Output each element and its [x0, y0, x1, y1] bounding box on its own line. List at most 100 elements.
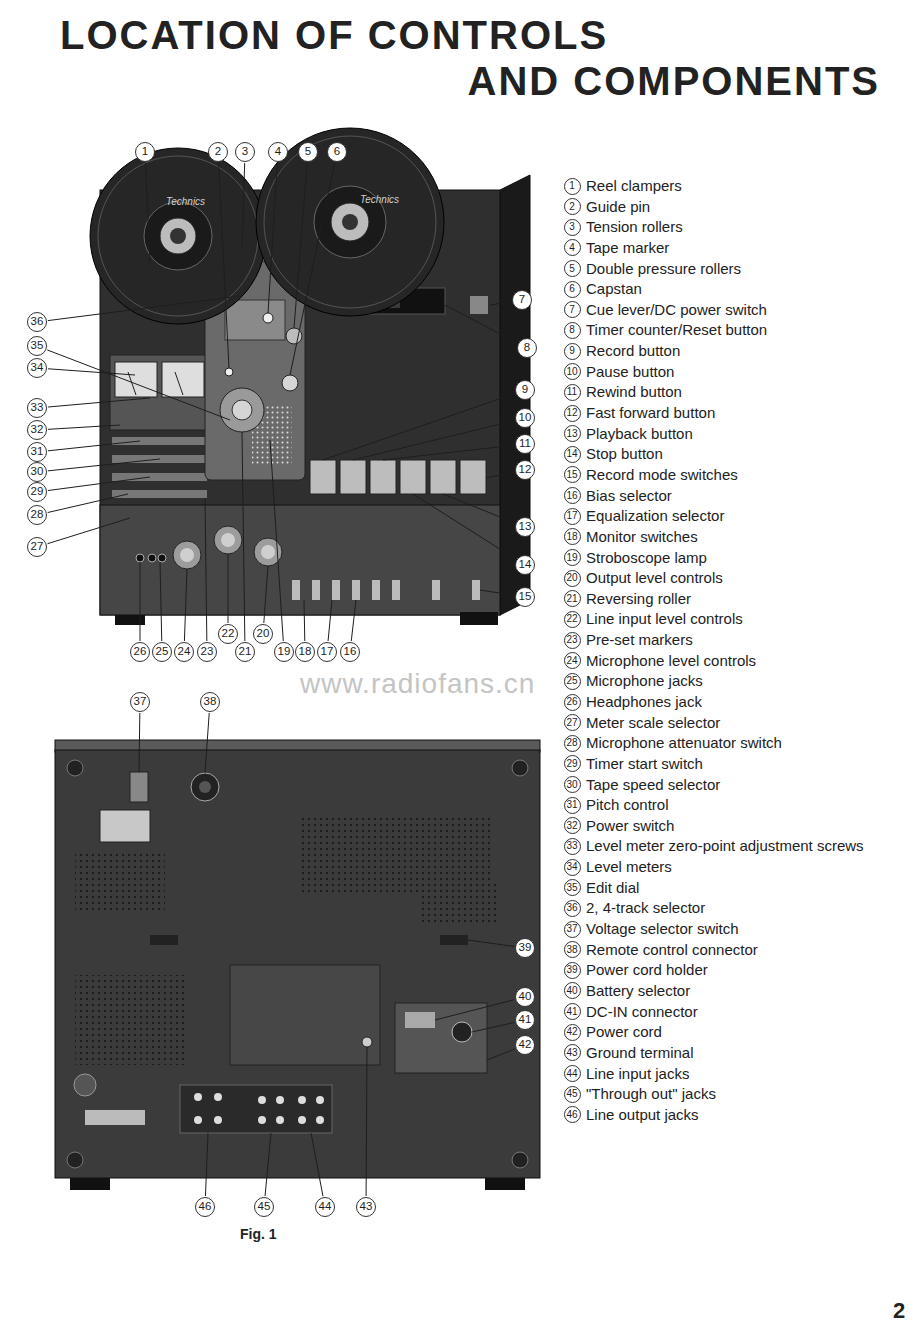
leader-line — [242, 163, 245, 249]
leader-line — [445, 305, 517, 343]
part-name: Tape speed selector — [586, 776, 720, 794]
leader-line — [47, 350, 230, 420]
leader-line — [48, 441, 140, 451]
leader-line — [145, 163, 150, 262]
part-name: Rewind button — [586, 383, 682, 401]
part-name: Pause button — [586, 363, 674, 381]
list-number: 26 — [564, 694, 581, 711]
leader-line — [353, 421, 514, 460]
part-name: Meter scale selector — [586, 714, 720, 732]
callout-number: 25 — [152, 642, 172, 662]
part-name: Stroboscope lamp — [586, 549, 707, 567]
part-name: Level meter zero-point adjustment screws — [586, 837, 864, 855]
list-number: 24 — [564, 652, 581, 669]
callout-number: 4 — [268, 142, 288, 162]
leader-line — [366, 1047, 368, 1196]
page-number: 2 — [893, 1298, 905, 1324]
list-number: 29 — [564, 755, 581, 772]
callout-number: 15 — [515, 587, 535, 607]
part-name: Microphone jacks — [586, 672, 703, 690]
callout-number: 36 — [27, 312, 47, 332]
list-number: 25 — [564, 673, 581, 690]
brand-name: Technics — [360, 194, 399, 205]
part-name: Timer start switch — [586, 755, 703, 773]
callout-number: 13 — [515, 517, 535, 537]
callout-number: 46 — [195, 1197, 215, 1217]
leader-line — [48, 398, 150, 407]
leader-line — [311, 1133, 323, 1196]
part-name: Power switch — [586, 817, 674, 835]
list-number: 37 — [564, 921, 581, 938]
part-name: Timer counter/Reset button — [586, 321, 767, 339]
leader-line — [219, 163, 229, 368]
part-name: Capstan — [586, 280, 642, 298]
leader-line — [48, 459, 160, 471]
part-name: Tension rollers — [586, 218, 683, 236]
callout-number: 16 — [340, 642, 360, 662]
leader-line — [290, 163, 335, 375]
part-name: Pre-set markers — [586, 631, 693, 649]
list-number: 14 — [564, 446, 581, 463]
leader-line — [487, 1049, 515, 1060]
list-number: 6 — [564, 281, 581, 298]
callout-number: 45 — [254, 1197, 274, 1217]
leader-line — [228, 554, 229, 623]
callout-number: 7 — [512, 290, 532, 310]
leader-line — [443, 494, 515, 523]
leader-line — [472, 1022, 514, 1032]
list-number: 12 — [564, 405, 581, 422]
list-number: 1 — [564, 178, 581, 195]
leader-line — [48, 425, 120, 429]
part-name: Double pressure rollers — [586, 260, 741, 278]
leader-line — [351, 600, 356, 641]
list-number: 16 — [564, 487, 581, 504]
list-number: 30 — [564, 776, 581, 793]
part-name: "Through out" jacks — [586, 1085, 716, 1103]
callout-number: 34 — [27, 358, 47, 378]
list-number: 5 — [564, 260, 581, 277]
leader-line — [328, 600, 332, 641]
callout-number: 18 — [295, 642, 315, 662]
part-name: Edit dial — [586, 879, 639, 897]
leader-line — [270, 440, 283, 641]
leader-line — [139, 713, 141, 772]
leader-line — [205, 498, 207, 641]
callout-number: 2 — [208, 142, 228, 162]
callout-number: 9 — [515, 380, 535, 400]
callout-number: 19 — [274, 642, 294, 662]
list-number: 15 — [564, 466, 581, 483]
part-name: Power cord — [586, 1023, 662, 1041]
leader-line — [323, 394, 515, 460]
list-number: 7 — [564, 301, 581, 318]
callout-number: 8 — [517, 338, 537, 358]
callout-number: 37 — [130, 692, 150, 712]
list-number: 38 — [564, 941, 581, 958]
leader-line — [264, 566, 268, 623]
list-number: 23 — [564, 632, 581, 649]
figure-caption: Fig. 1 — [240, 1226, 277, 1242]
list-number: 31 — [564, 797, 581, 814]
leader-line — [140, 562, 141, 641]
part-name: Line input level controls — [586, 610, 743, 628]
part-name: Battery selector — [586, 982, 690, 1000]
list-number: 13 — [564, 425, 581, 442]
callout-number: 21 — [235, 642, 255, 662]
part-name: Fast forward button — [586, 404, 715, 422]
part-name: 2, 4-track selector — [586, 899, 705, 917]
list-number: 22 — [564, 611, 581, 628]
brand-name: Technics — [166, 196, 205, 207]
callout-number: 23 — [197, 642, 217, 662]
callout-number: 3 — [235, 142, 255, 162]
list-number: 35 — [564, 879, 581, 896]
leader-line — [160, 562, 162, 641]
leader-line — [48, 518, 130, 544]
part-name: Level meters — [586, 858, 672, 876]
part-name: DC-IN connector — [586, 1003, 698, 1021]
leader-line — [242, 432, 245, 641]
part-name: Ground terminal — [586, 1044, 694, 1062]
rear-view — [55, 740, 540, 1190]
part-name: Power cord holder — [586, 961, 708, 979]
part-name: Equalization selector — [586, 507, 724, 525]
